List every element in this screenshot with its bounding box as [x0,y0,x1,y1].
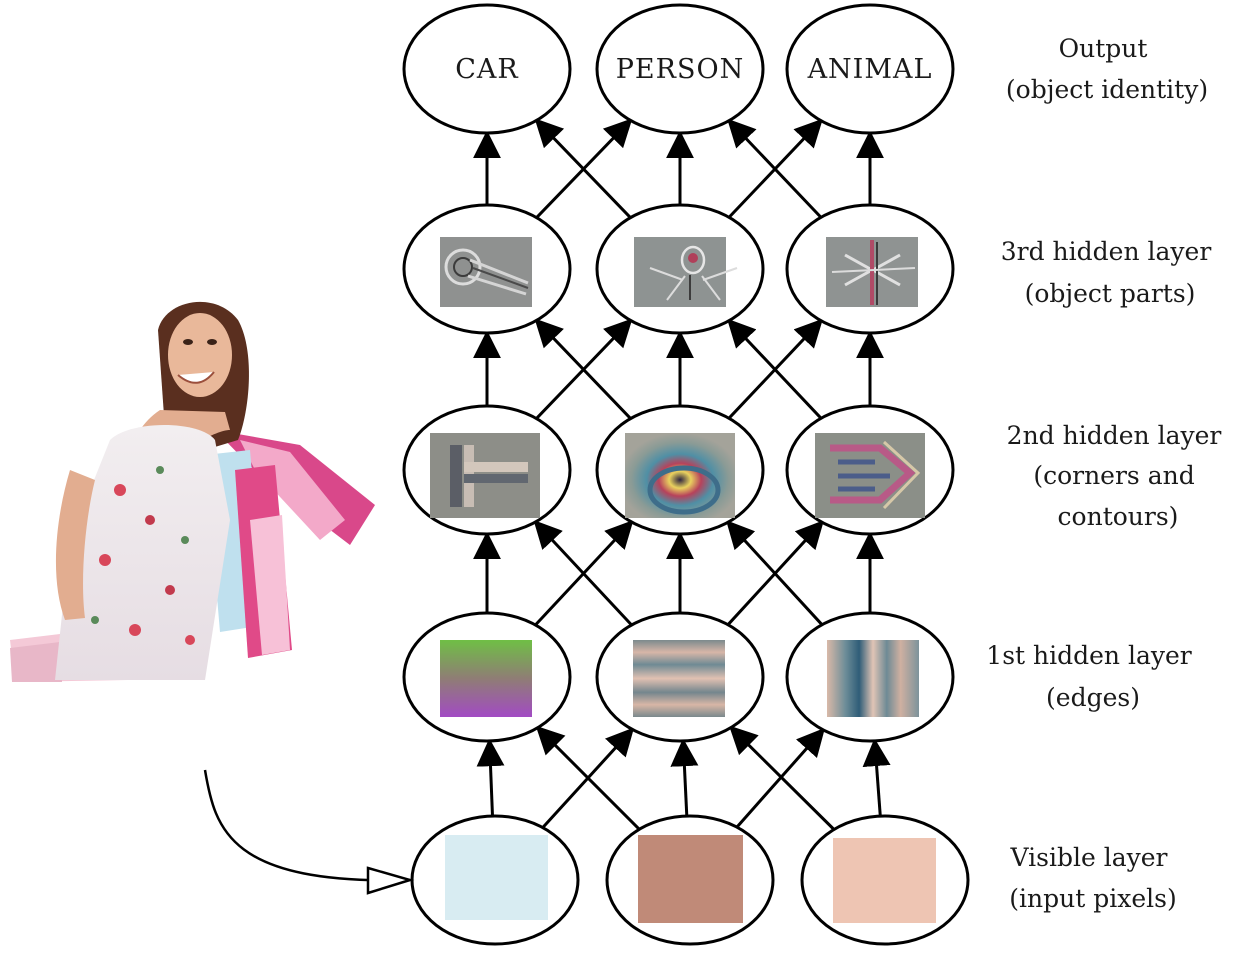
layer-labels: Output (object identity) 3rd hidden laye… [986,34,1230,913]
output-node-person [595,3,765,135]
feature-contour-eye [625,433,735,518]
connection-arrow [729,725,836,831]
label-output: Output (object identity) [1006,34,1208,104]
connection-arrow [726,520,824,626]
pixel-swatch-3 [833,838,936,923]
feature-animal-parts [826,237,918,307]
output-node-animal [785,3,955,135]
connection-arrow [533,519,633,627]
label-output-line1: Output [1059,34,1148,63]
output-node-animal-label: ANIMAL [807,54,933,85]
connection-arrow [476,738,505,817]
connection-arrows [473,118,891,831]
feature-edge-horizontal [633,640,725,717]
output-layer: CAR PERSON ANIMAL [402,3,955,135]
hidden-layer-2 [402,404,955,536]
label-hidden1-line2: (edges) [1046,683,1140,712]
connection-arrow [735,727,826,829]
label-visible-line2: (input pixels) [1009,884,1176,913]
connection-arrow [535,725,641,831]
label-hidden2-line3: contours) [1058,502,1179,531]
label-hidden1-line1: 1st hidden layer [986,641,1191,670]
pixel-swatch-2 [638,835,743,923]
hidden-layer-1 [402,611,955,743]
label-hidden3-line2: (object parts) [1025,279,1196,308]
feature-person-parts [634,237,738,307]
feature-contour-curve [815,433,925,518]
output-node-person-label: PERSON [616,54,744,85]
feature-car-parts [440,237,532,307]
label-output-line2: (object identity) [1006,75,1208,104]
label-hidden2-line2: (corners and [1033,461,1194,490]
label-hidden2: 2nd hidden layer (corners and contours) [1007,421,1230,531]
label-hidden3: 3rd hidden layer (object parts) [1001,237,1219,308]
connection-arrow [862,738,891,817]
output-node-car [402,3,572,135]
hidden-layer-3 [402,203,955,335]
connection-arrow [670,738,699,817]
connection-arrow [534,318,632,420]
feature-edge-gradient [440,640,532,717]
feature-edge-vertical [827,640,919,717]
pixel-swatch-1 [445,835,548,920]
visible-layer [410,814,970,946]
label-hidden2-line1: 2nd hidden layer [1007,421,1222,450]
label-hidden3-line1: 3rd hidden layer [1001,237,1212,266]
input-arrow [203,769,415,895]
connection-arrow [726,318,823,420]
output-node-car-label: CAR [455,54,519,85]
label-visible-line1: Visible layer [1010,843,1168,872]
label-visible: Visible layer (input pixels) [1009,843,1176,913]
input-arrow-head [366,866,415,895]
feature-corner [430,433,540,518]
input-photo-woman-with-shopping-bags [10,301,375,682]
label-hidden1: 1st hidden layer (edges) [986,641,1199,712]
connection-arrow [534,118,632,219]
connection-arrow [727,118,823,219]
